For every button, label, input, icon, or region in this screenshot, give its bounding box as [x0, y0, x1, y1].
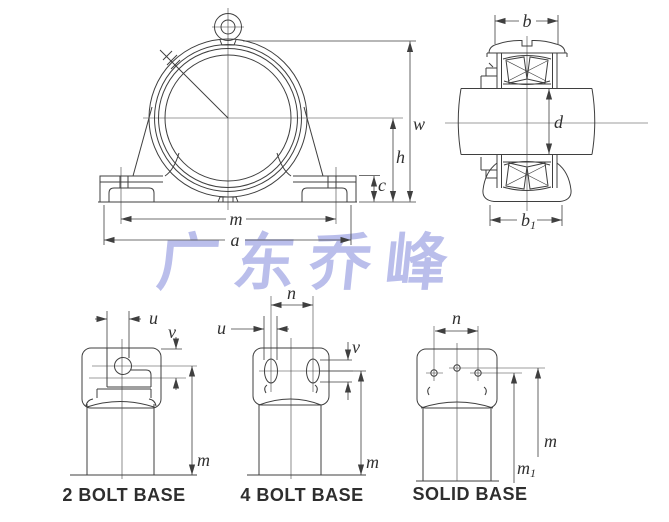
label-m1-solid: m1	[517, 458, 536, 480]
four-bolt-slot-left	[264, 358, 278, 384]
roller-top-right	[526, 56, 549, 84]
label-h: h	[396, 147, 405, 167]
solid-body	[416, 386, 499, 482]
solid-pad	[416, 348, 498, 409]
two-bolt-base-view: u v m 2 BOLT BASE	[62, 308, 210, 505]
solid-dimensions: n m1 m	[435, 308, 557, 483]
section-view: b d b1	[445, 11, 648, 232]
base-feet	[98, 167, 357, 224]
label-v: v	[168, 322, 176, 342]
label-n-solid: n	[452, 308, 461, 328]
roller-bottom-left	[505, 162, 528, 190]
label-b1: b1	[521, 210, 536, 232]
top-bearing-section	[480, 53, 558, 88]
four-bolt-body	[247, 384, 366, 476]
label-v-4bolt: v	[352, 337, 360, 357]
caption-4-bolt-base: 4 BOLT BASE	[240, 485, 363, 505]
label-m-solid: m	[544, 431, 557, 451]
four-bolt-pad	[252, 347, 330, 406]
label-m: m	[230, 209, 243, 229]
shaft-break-right	[591, 88, 596, 155]
caption-2-bolt-base: 2 BOLT BASE	[62, 485, 185, 505]
housing-side-flares	[132, 106, 324, 177]
label-n-4bolt: n	[287, 283, 296, 303]
four-bolt-base-view: n u v m 4 BOLT BASE	[217, 283, 379, 505]
front-dimensions: w h c m a	[103, 40, 425, 250]
label-u: u	[149, 308, 158, 328]
shaft-break-left	[457, 88, 462, 155]
roller-bottom-right	[526, 162, 549, 190]
watermark-text: 广东乔峰	[154, 226, 466, 299]
solid-holes	[426, 326, 545, 381]
section-dimensions: b d b1	[489, 11, 564, 232]
watermark: 广东乔峰	[154, 226, 466, 299]
four-bolt-slot-right	[306, 358, 320, 384]
two-bolt-hole	[114, 357, 132, 375]
label-w: w	[413, 114, 425, 134]
base-skirt	[482, 162, 572, 202]
grease-fitting	[159, 49, 229, 119]
two-bolt-dimensions: u v m	[95, 308, 210, 475]
label-a: a	[231, 230, 240, 250]
bottom-boss	[480, 157, 497, 179]
housing-cap-section	[486, 39, 568, 57]
label-m-4bolt: m	[366, 452, 379, 472]
roller-top-left	[505, 56, 528, 84]
label-m-2bolt: m	[197, 450, 210, 470]
caption-solid-base: SOLID BASE	[412, 484, 527, 504]
four-bolt-dimensions: n u v m	[217, 283, 379, 475]
two-bolt-inner-contour	[106, 348, 152, 388]
shaft	[457, 88, 596, 155]
solid-base-view: n m1 m SOLID BASE	[412, 308, 557, 504]
label-b: b	[523, 11, 532, 31]
bottom-bearing-section	[480, 155, 572, 202]
top-boss	[480, 67, 497, 88]
eyebolt	[214, 13, 242, 46]
label-d: d	[554, 112, 564, 132]
label-u-4bolt: u	[217, 318, 226, 338]
two-bolt-body	[70, 388, 197, 476]
front-view: w h c m a	[98, 8, 425, 250]
two-bolt-pad	[81, 347, 162, 409]
label-c: c	[378, 175, 386, 195]
